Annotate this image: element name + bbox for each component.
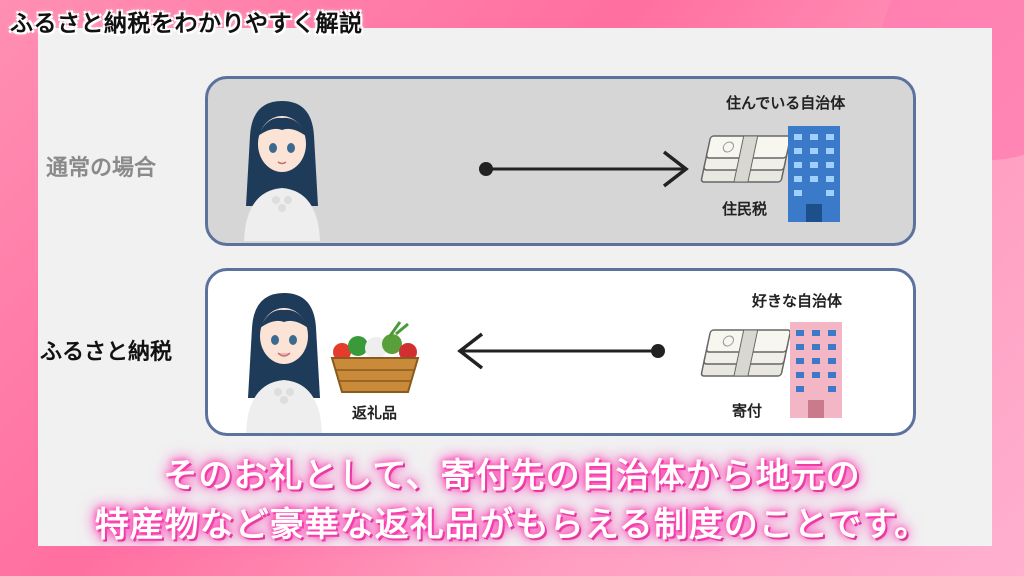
- destination-label: 住んでいる自治体: [726, 94, 846, 112]
- normal-case-label: 通常の場合: [46, 156, 157, 181]
- money-stack-icon: [700, 329, 791, 377]
- payment-label: 住民税: [722, 200, 768, 218]
- gift-label: 返礼品: [352, 404, 398, 422]
- money-stack-icon: [700, 135, 791, 183]
- vegetable-basket-icon: [330, 321, 420, 393]
- avatar-icon: [244, 101, 320, 241]
- slide-title: ふるさと納税をわかりやすく解説: [10, 11, 363, 37]
- caption-line-2: 特産物など豪華な返礼品がもらえる制度のことです。: [94, 505, 930, 545]
- avatar-icon: [246, 293, 322, 433]
- arrow-right-icon: [479, 150, 689, 188]
- office-building-icon: [790, 322, 842, 418]
- office-building-icon: [788, 126, 840, 222]
- caption-line-1: そのお礼として、寄付先の自治体から地元の: [163, 456, 861, 496]
- destination-label: 好きな自治体: [752, 292, 843, 310]
- arrow-left-icon: [457, 332, 665, 370]
- payment-label: 寄付: [732, 402, 763, 420]
- furusato-case-label: ふるさと納税: [40, 340, 173, 365]
